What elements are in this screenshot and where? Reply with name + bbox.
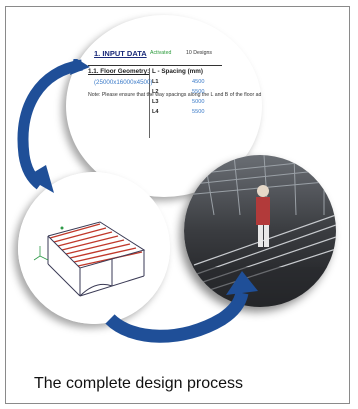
structural-model-circle: [18, 172, 170, 324]
caption: The complete design process: [34, 375, 243, 392]
slide-frame: 1. INPUT DATA Activated 10 Designs 1.1. …: [5, 6, 350, 404]
input-data-circle: 1. INPUT DATA Activated 10 Designs 1.1. …: [66, 15, 262, 197]
floor-geometry-label: 1.1. Floor Geometry:: [88, 68, 150, 75]
designs-count: 10 Designs: [186, 50, 212, 56]
spacing-value: 5500: [192, 89, 205, 95]
curved-arrow-icon: [17, 59, 90, 193]
column-divider: [149, 68, 150, 138]
spacing-label: L4: [152, 109, 159, 115]
construction-photo-circle: [184, 155, 336, 307]
spacing-value: 5000: [192, 99, 205, 105]
spacing-label: L1: [152, 79, 159, 85]
floor-dimensions: (25000x16000x4500): [94, 79, 153, 86]
sheet-note: Note: Please ensure that the way spacing…: [88, 92, 262, 98]
spacing-value: 5500: [192, 109, 205, 115]
status-badge: Activated: [150, 50, 172, 56]
spacing-label: L2: [152, 89, 159, 95]
sheet-title: 1. INPUT DATA: [94, 49, 147, 58]
spacing-value: 4500: [192, 79, 205, 85]
spacing-header: L - Spacing (mm): [152, 68, 203, 75]
curved-arrow-icon: [105, 271, 258, 343]
spacing-label: L3: [152, 99, 159, 105]
divider: [88, 65, 222, 66]
structural-frame-icon: [18, 172, 170, 324]
